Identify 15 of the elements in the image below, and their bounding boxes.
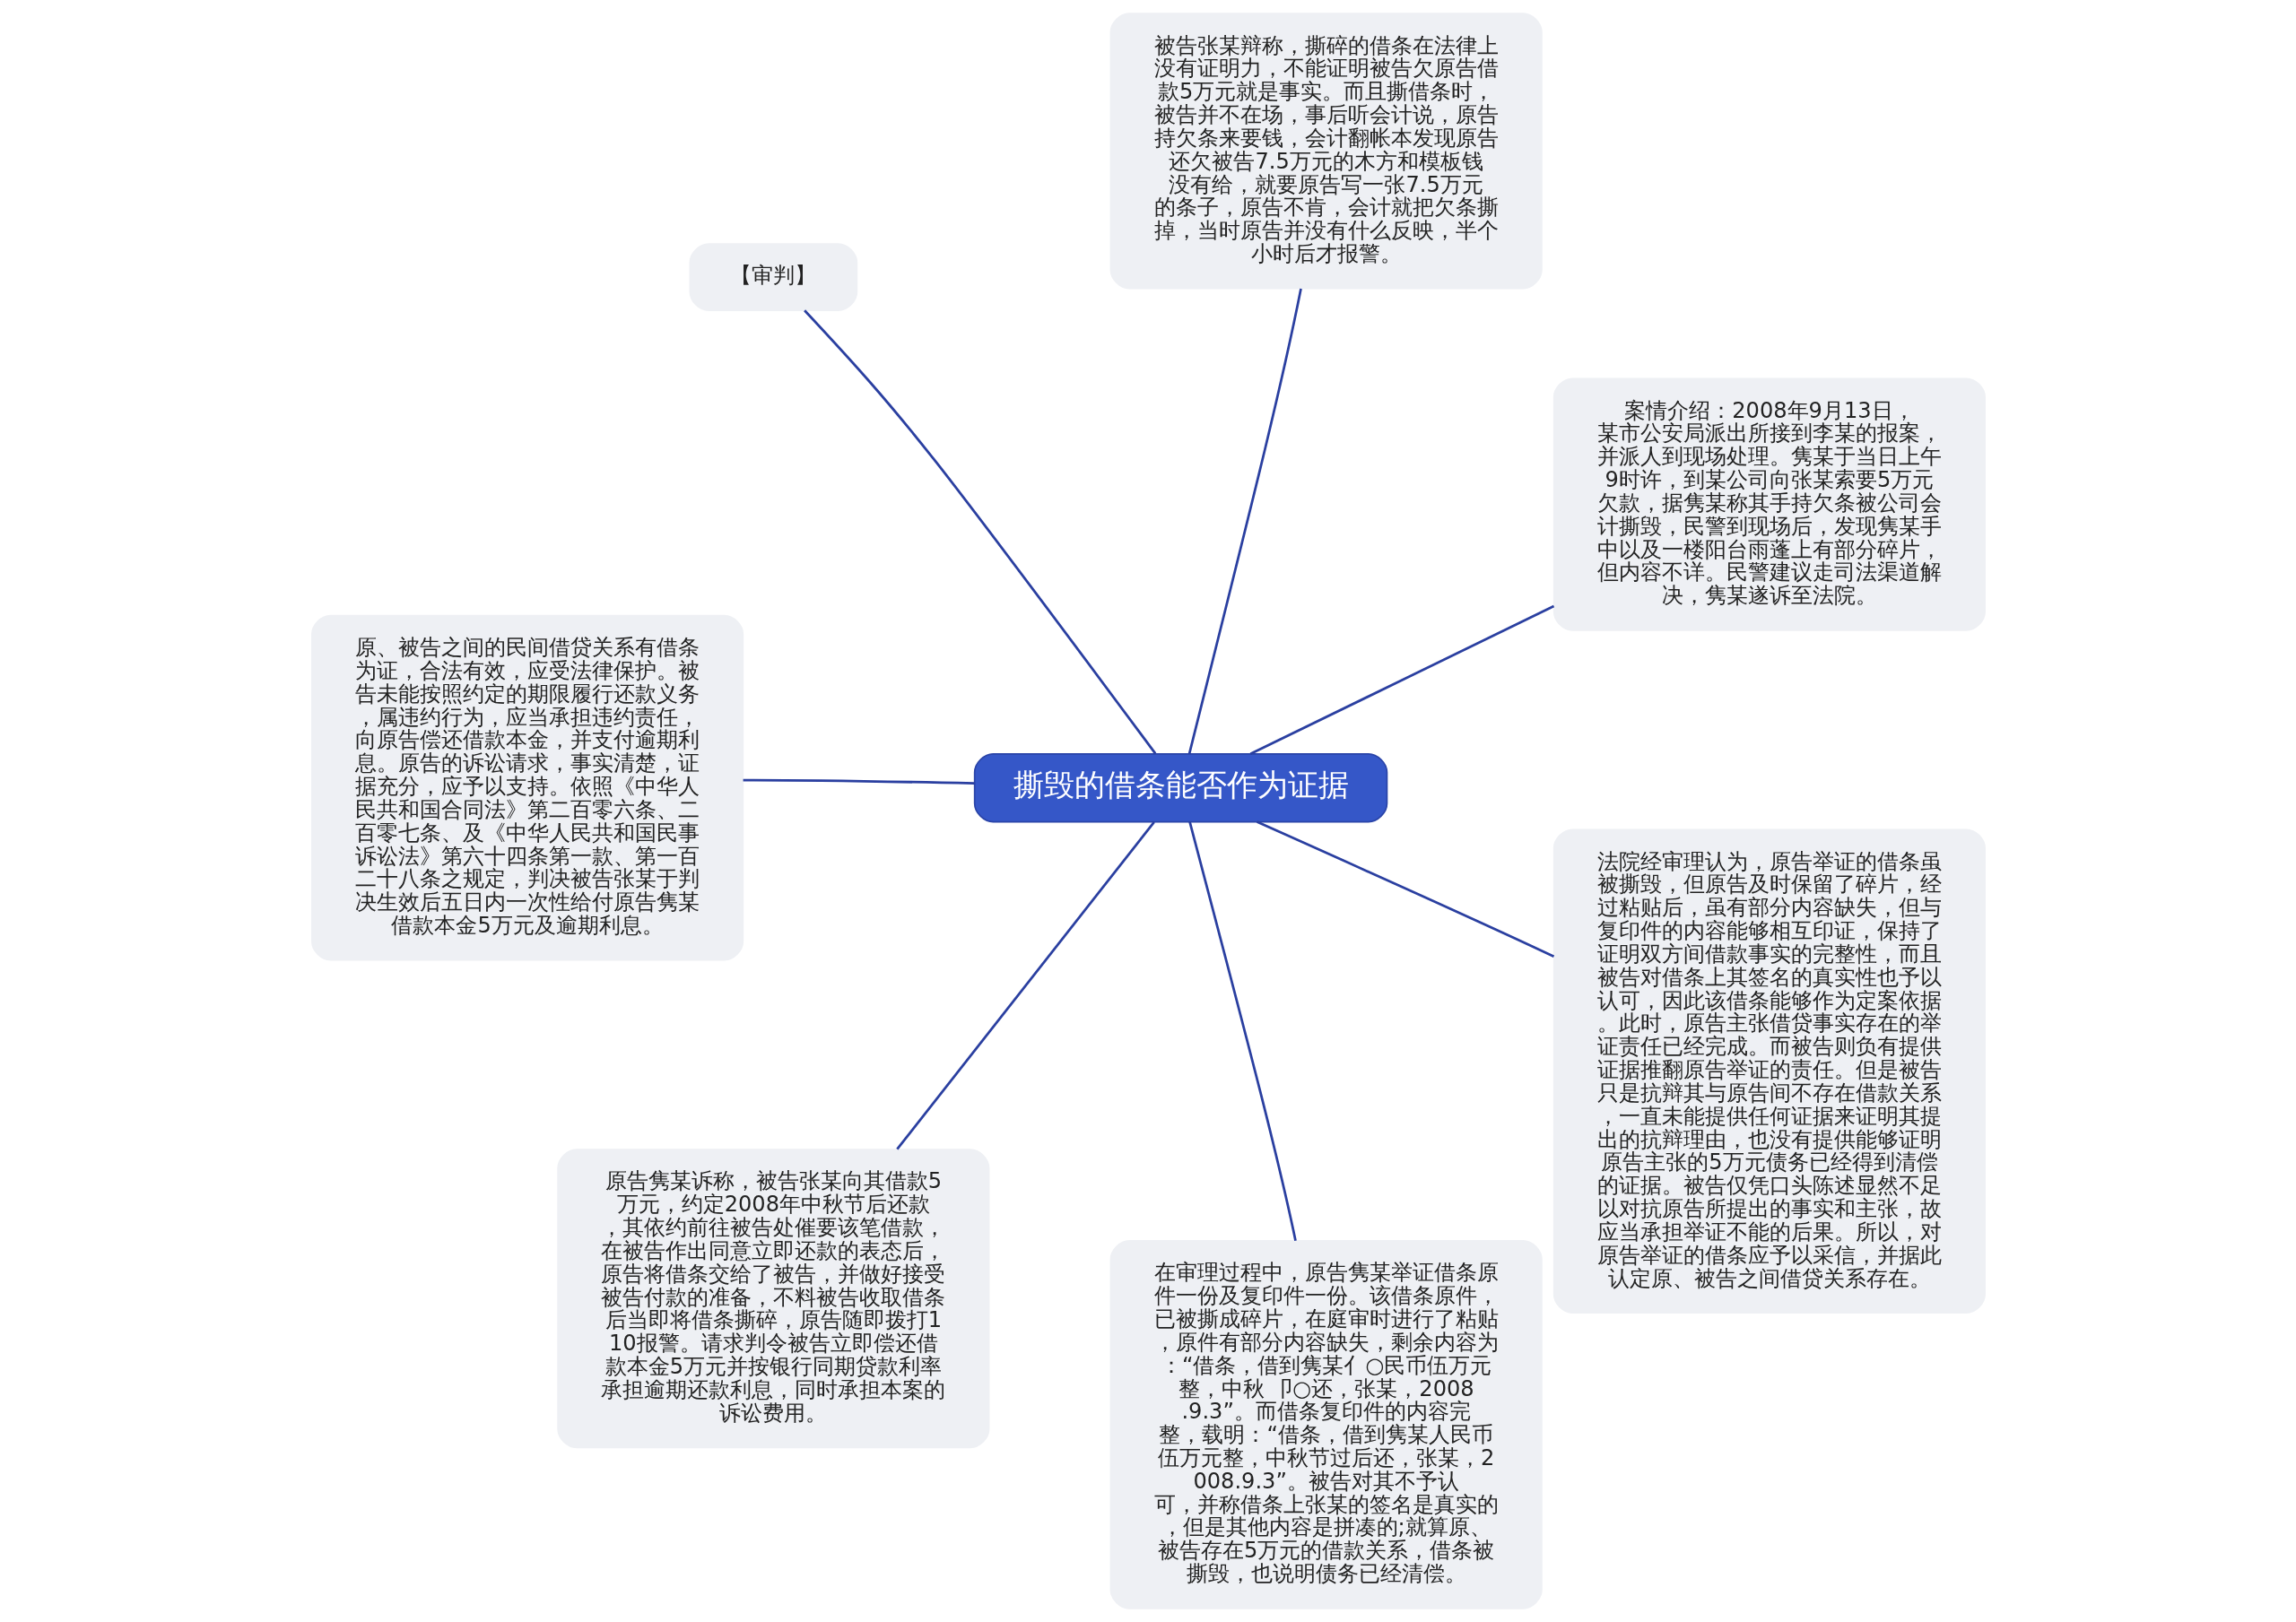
node-box: 法院经审理认为，原告举证的借条虽被撕毁，但原告及时保留了碎片，经过粘贴后，虽有部分内容缺失，但与复印件的内容能够相互印证，保持了证明双方间借款事实的完整性，而且被告对借条上其签名的真实性也予以认可，因此该借条能够作为定案依据。此时，原告主张借贷事实存在的举证责任已经完成。而被告则负有提供证据推翻原告举证的责任。但是被告只是抗辩其与原告间不存在借款关系，一直未能提供任何证据来证明其提出的抗辩理由，也没有提供能够证明原告主张的5万元债务已经得到清偿的证据。被告仅凭口头陈述显然不足以对抗原告所提出的事实和主张，故应当承担举证不能的后果。所以，对原告举证的借条应予以采信，并据此认定原、被告之间借贷关系存在。 (1552, 828, 1986, 1314)
node-box: 【审判】 (689, 243, 857, 311)
node-box: 被告张某辩称，撕碎的借条在法律上没有证明力，不能证明被告欠原告借款5万元就是事实。而且撕借条时，被告并不在场，事后听会计说，原告持欠条来要钱，会计翻帐本发现原告还欠被告7.5万元的木方和模板钱没有给，就要原告写一张7.5万元的条子，原告不肯，会计就把欠条撕掉，当时原告并没有什么反映，半个小时后才报警。 (1109, 13, 1543, 290)
connector (803, 309, 1156, 755)
node-box: 案情介绍：2008年9月13日，某市公安局派出所接到李某的报案，并派人到现场处理。隽某于当日上午9时许，到某公司向张某索要5万元欠款，据隽某称其手持欠条被公司会计撕毁，民警到现场后，发现隽某手中以及一楼阳台雨蓬上有部分碎片，但内容不详。民警建议走司法渠道解决，隽某遂诉至法院。 (1552, 377, 1986, 631)
node-box: 在审理过程中，原告隽某举证借条原件一份及复印件一份。该借条原件，已被撕成碎片，在庭审时进行了粘贴，原件有部分内容缺失，剩余内容为：“借条，借到隽某亻○民币伍万元整，中秋 卩○还，张某，2008.9.3”。而借条复印件的内容完整，载明：“借条，借到隽某人民币伍万元整，中秋节过后还，张某，2008.9.3”。被告对其不予认可，并称借条上张某的签名是真实的，但是其他内容是拼凑的;就算原、被告存在5万元的借款关系，借条被撕毁，也说明债务已经清偿。 (1109, 1240, 1543, 1609)
node-box: 原告隽某诉称，被告张某向其借款5万元，约定2008年中秋节后还款，其依约前往被告处催要该笔借款，在被告作出同意立即还款的表态后，原告将借条交给了被告，并做好接受被告付款的准备，不料被告收取借条后当即将借条撕碎，原告随即拨打110报警。请求判令被告立即偿还借款本金5万元并按银行同期贷款利率承担逾期还款利息，同时承担本案的诉讼费用。 (556, 1149, 989, 1449)
node-box: 撕毁的借条能否作为证据 (973, 752, 1387, 823)
node-box: 原、被告之间的民间借贷关系有借条为证，合法有效，应受法律保护。被告未能按照约定的期限履行还款义务，属违约行为，应当承担违约责任，向原告偿还借款本金，并支付逾期利息。原告的诉讼请求，事实清楚，证据充分，应予以支持。依照《中华人民共和国合同法》第二百零六条、二百零七条、及《中华人民共和国民事诉讼法》第六十四条第一款、第一百二十八条之规定，判决被告张某于判决生效后五日内一次性给付原告隽某借款本金5万元及逾期利息。 (310, 614, 744, 961)
connector (1187, 821, 1297, 1242)
connector (895, 821, 1155, 1150)
connector (1256, 820, 1554, 958)
connector (743, 778, 975, 785)
connector (1187, 288, 1302, 754)
connector (1249, 604, 1554, 755)
